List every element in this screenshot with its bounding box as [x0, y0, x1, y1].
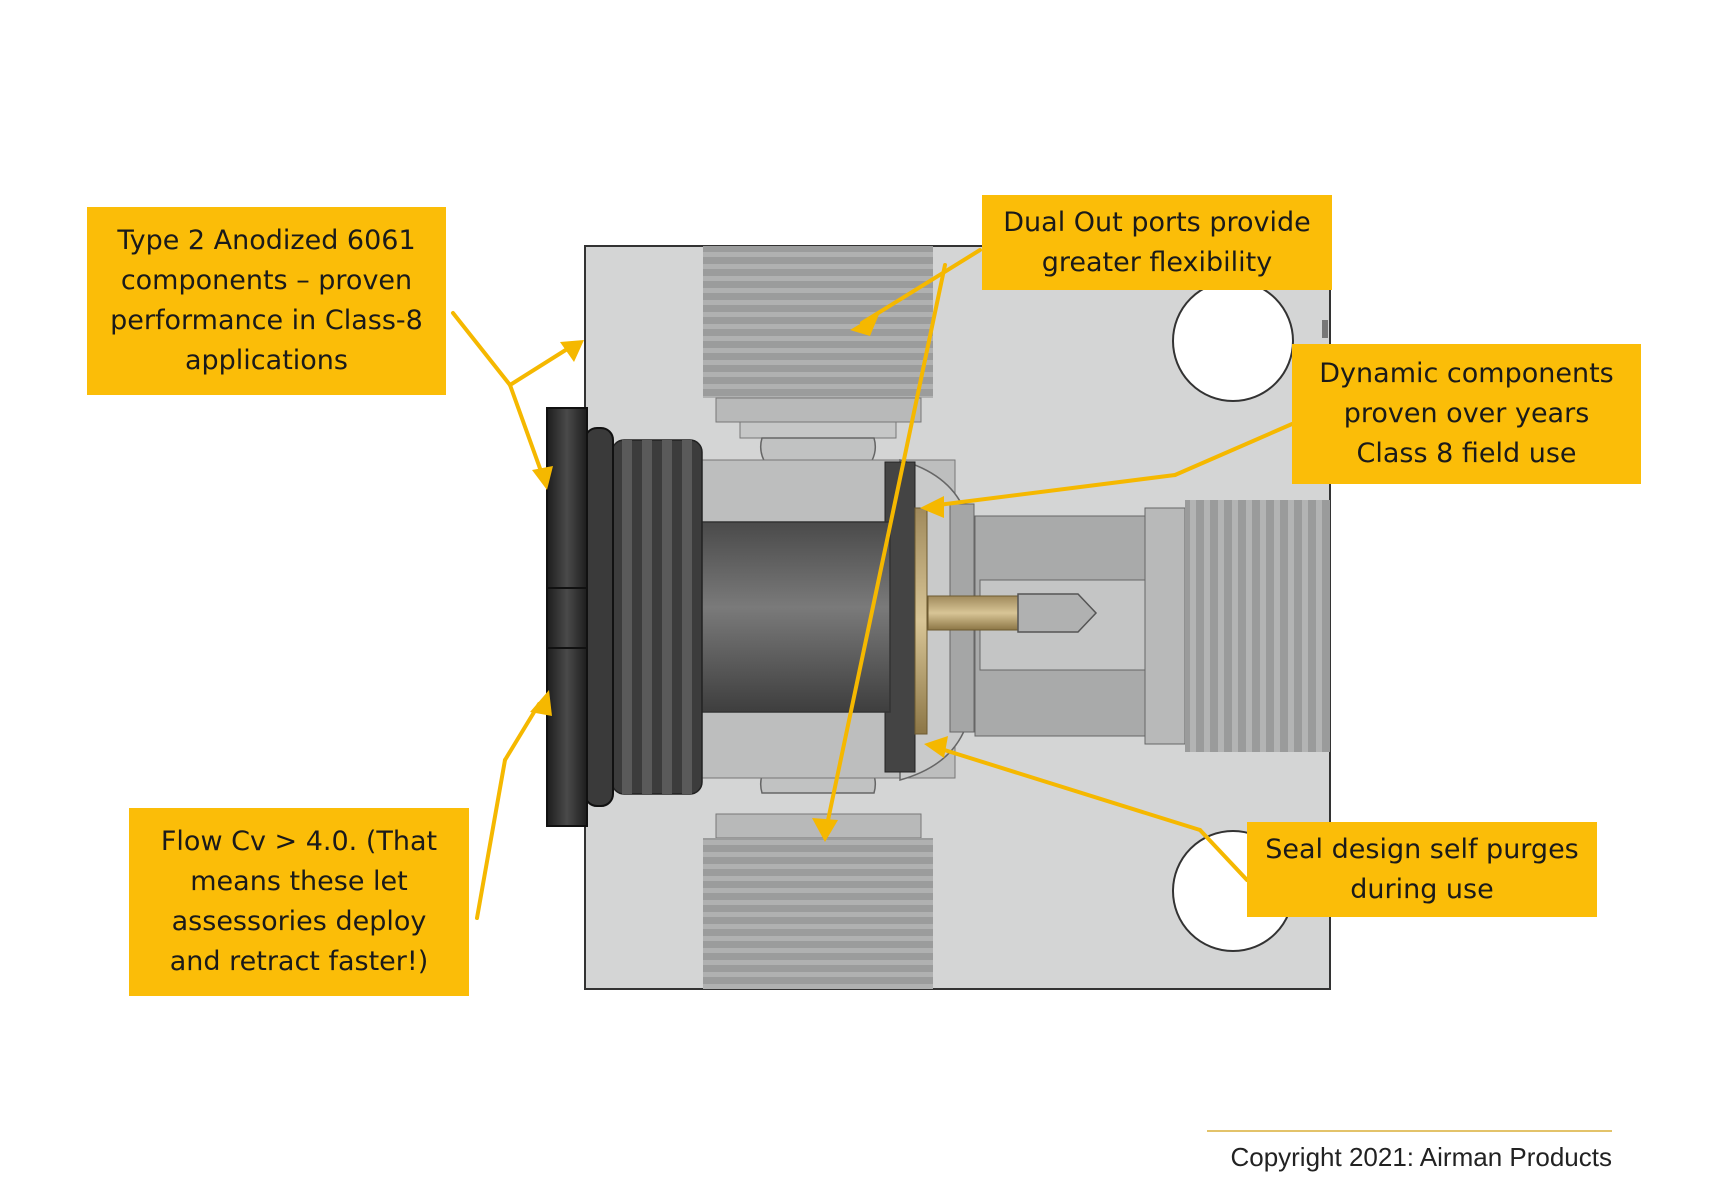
callout-dynamic-text: Dynamic components proven over years Cla…: [1319, 358, 1614, 469]
arrow-heads: [530, 312, 948, 842]
callout-anodized-text: Type 2 Anodized 6061 components – proven…: [110, 225, 423, 376]
footer-divider: [1207, 1130, 1612, 1132]
hex-end-cap: [546, 407, 588, 827]
callout-flow-text: Flow Cv > 4.0. (That means these let ass…: [160, 826, 438, 977]
valve-stem: [927, 593, 1098, 633]
callout-flow: Flow Cv > 4.0. (That means these let ass…: [129, 808, 469, 996]
callout-seal-text: Seal design self purges during use: [1265, 833, 1579, 905]
callout-dynamic: Dynamic components proven over years Cla…: [1292, 344, 1641, 484]
threaded-retainer: [611, 439, 703, 795]
spool-barrel: [699, 521, 891, 713]
leader-lines: [451, 248, 1294, 920]
copyright-text: Copyright 2021: Airman Products: [1230, 1142, 1612, 1172]
callout-dual-out-text: Dual Out ports provide greater flexibili…: [1003, 206, 1311, 278]
seal-ring: [914, 507, 928, 735]
callout-anodized: Type 2 Anodized 6061 components – proven…: [87, 207, 446, 395]
callout-dual-out: Dual Out ports provide greater flexibili…: [982, 195, 1332, 290]
callout-seal: Seal design self purges during use: [1247, 822, 1597, 917]
mounting-hole-top: [1172, 280, 1294, 402]
top-out-port: [703, 246, 933, 501]
